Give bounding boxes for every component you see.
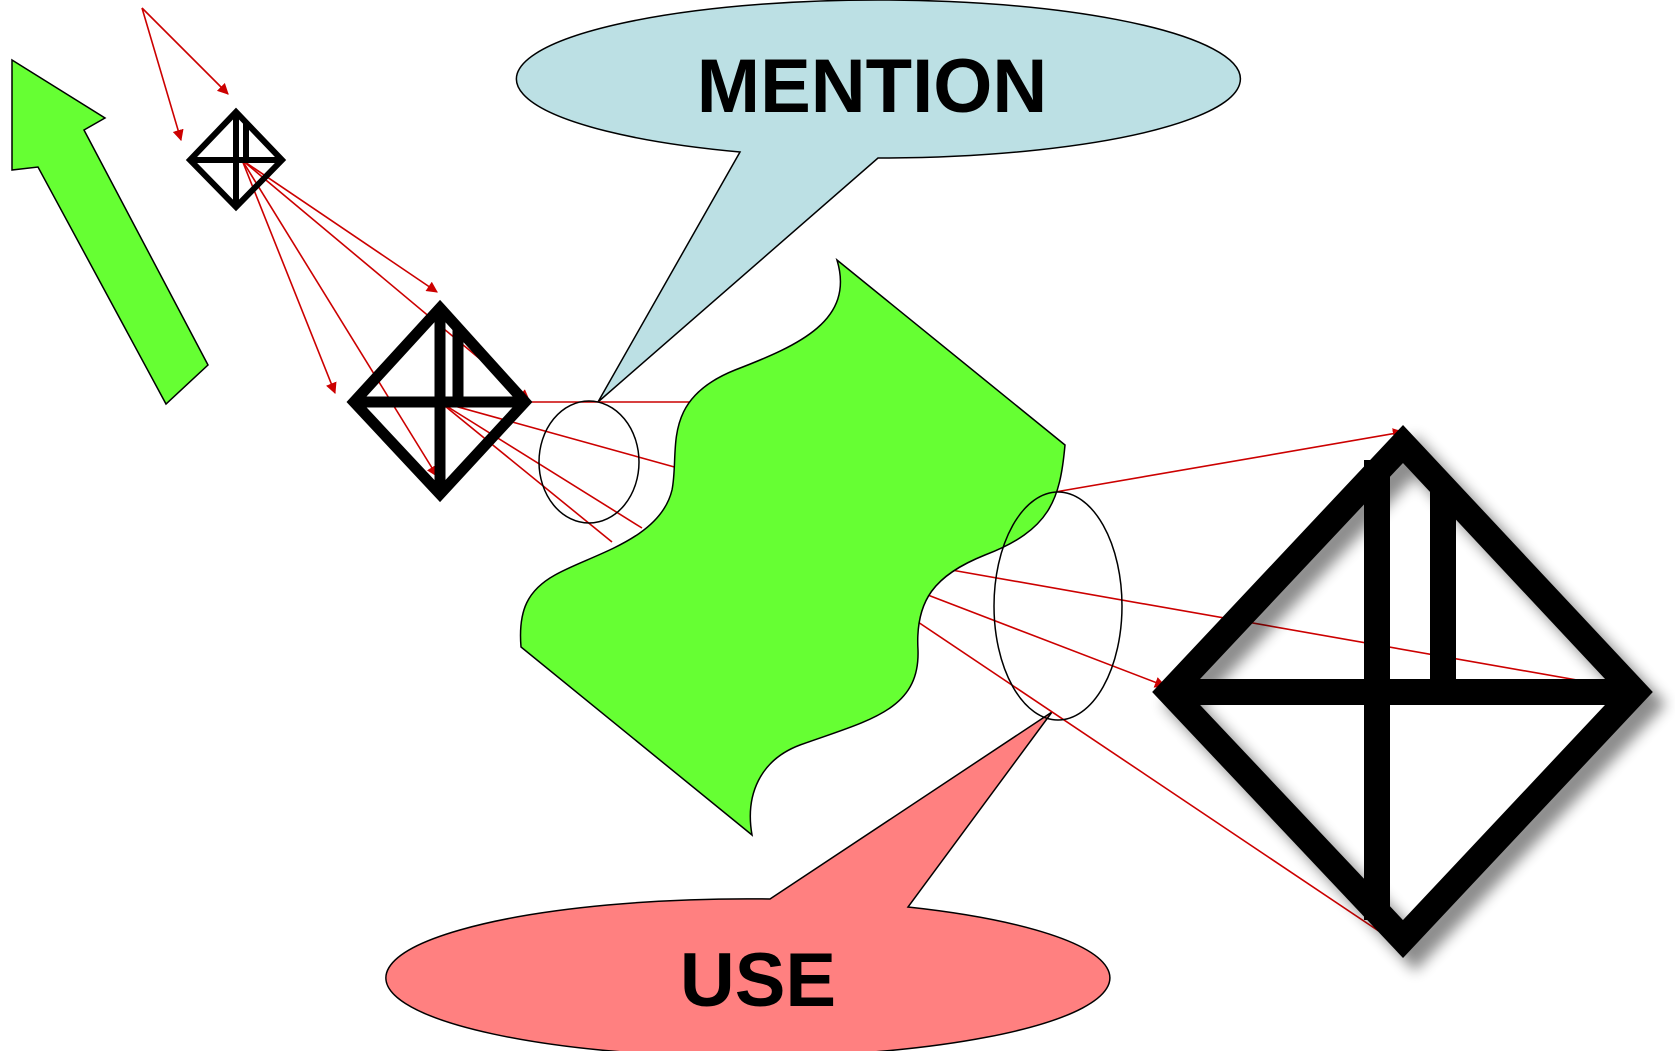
large-diamond-icon xyxy=(1152,424,1653,958)
ray xyxy=(241,159,438,293)
green-wavy-sheet-icon xyxy=(519,257,1066,837)
left-lens-ellipse-icon xyxy=(538,400,640,524)
mention-label: MENTION xyxy=(697,44,1047,129)
use-callout-bubble xyxy=(385,711,1111,1051)
ray xyxy=(439,401,643,529)
ray xyxy=(241,159,438,477)
use-label: USE xyxy=(680,938,836,1023)
ray xyxy=(241,159,337,395)
small-diamond-icon xyxy=(185,107,287,212)
mention-callout: MENTION xyxy=(515,0,1242,403)
ray xyxy=(141,7,229,95)
ray xyxy=(439,401,613,543)
green-arrow-icon xyxy=(11,58,209,406)
mention-callout-bubble xyxy=(515,0,1242,403)
right-lens-ellipse-icon xyxy=(993,491,1123,721)
use-callout: USE xyxy=(385,711,1111,1051)
medium-diamond-icon xyxy=(346,299,533,503)
ray xyxy=(939,567,1647,696)
ray xyxy=(914,619,1408,951)
ray xyxy=(919,591,1167,688)
ray xyxy=(141,7,184,142)
ray xyxy=(1054,428,1405,493)
